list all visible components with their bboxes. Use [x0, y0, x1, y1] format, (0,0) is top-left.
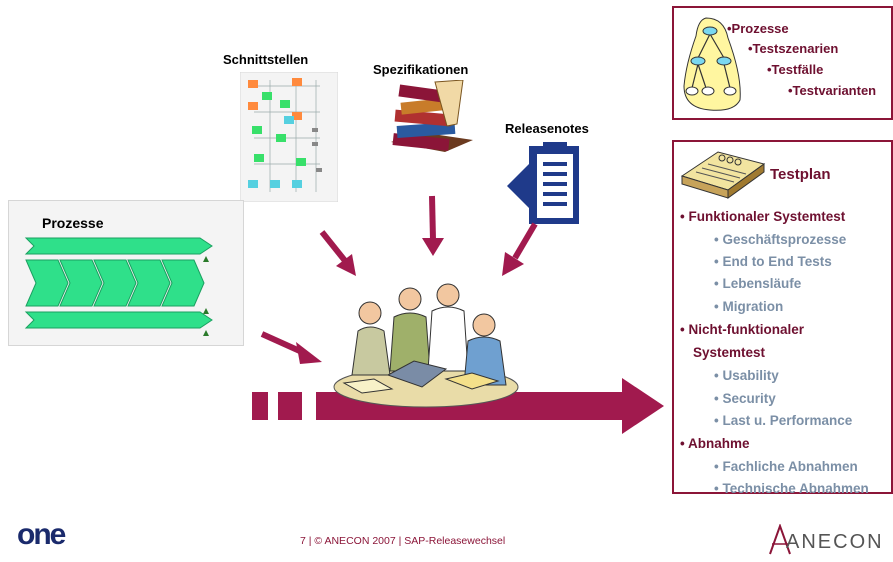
notebook-icon	[680, 151, 766, 199]
footer-text: 7 | © ANECON 2007 | SAP-Releasewechsel	[300, 535, 506, 547]
one-logo: one	[17, 518, 66, 551]
hierarchy-item-1: •Prozesse	[727, 21, 789, 36]
testplan-item: • Funktionaler Systemtest	[680, 209, 846, 224]
testplan-item: • Abnahme	[680, 436, 750, 451]
clipboard-icon	[507, 142, 579, 224]
testplan-item: • Geschäftsprozesse	[714, 232, 847, 247]
testplan-item: • Migration	[714, 299, 784, 314]
tree-hierarchy-icon	[683, 17, 741, 111]
anecon-a-icon	[769, 524, 791, 555]
testplan-item: • Last u. Performance	[714, 413, 853, 428]
testplan-item: • Lebensläufe	[714, 276, 802, 291]
anecon-logo: ANECON	[786, 531, 884, 553]
testplan-item: • Usability	[714, 368, 779, 383]
testplan-box	[672, 140, 893, 494]
process-chain-diagram	[24, 237, 213, 336]
testplan-item: • Technische Abnahmen	[714, 481, 869, 496]
testplan-item: • Fachliche Abnahmen	[714, 459, 858, 474]
schnittstellen-label: Schnittstellen	[223, 52, 309, 67]
testplan-title: Testplan	[770, 166, 831, 183]
hierarchy-item-3: •Testfälle	[767, 62, 824, 77]
schnittstellen-diagram	[240, 72, 338, 202]
hierarchy-item-4: •Testvarianten	[788, 83, 877, 98]
testplan-item: • Nicht-funktionaler	[680, 322, 804, 337]
testplan-item: • End to End Tests	[714, 254, 832, 269]
testplan-item: • Security	[714, 391, 776, 406]
hierarchy-item-2: •Testszenarien	[748, 41, 839, 56]
spezifikationen-label: Spezifikationen	[373, 62, 469, 77]
prozesse-label: Prozesse	[42, 215, 104, 231]
team-meeting-illustration	[333, 283, 519, 408]
books-icon	[391, 80, 473, 152]
releasenotes-label: Releasenotes	[505, 121, 589, 136]
testplan-item: Systemtest	[693, 345, 766, 360]
